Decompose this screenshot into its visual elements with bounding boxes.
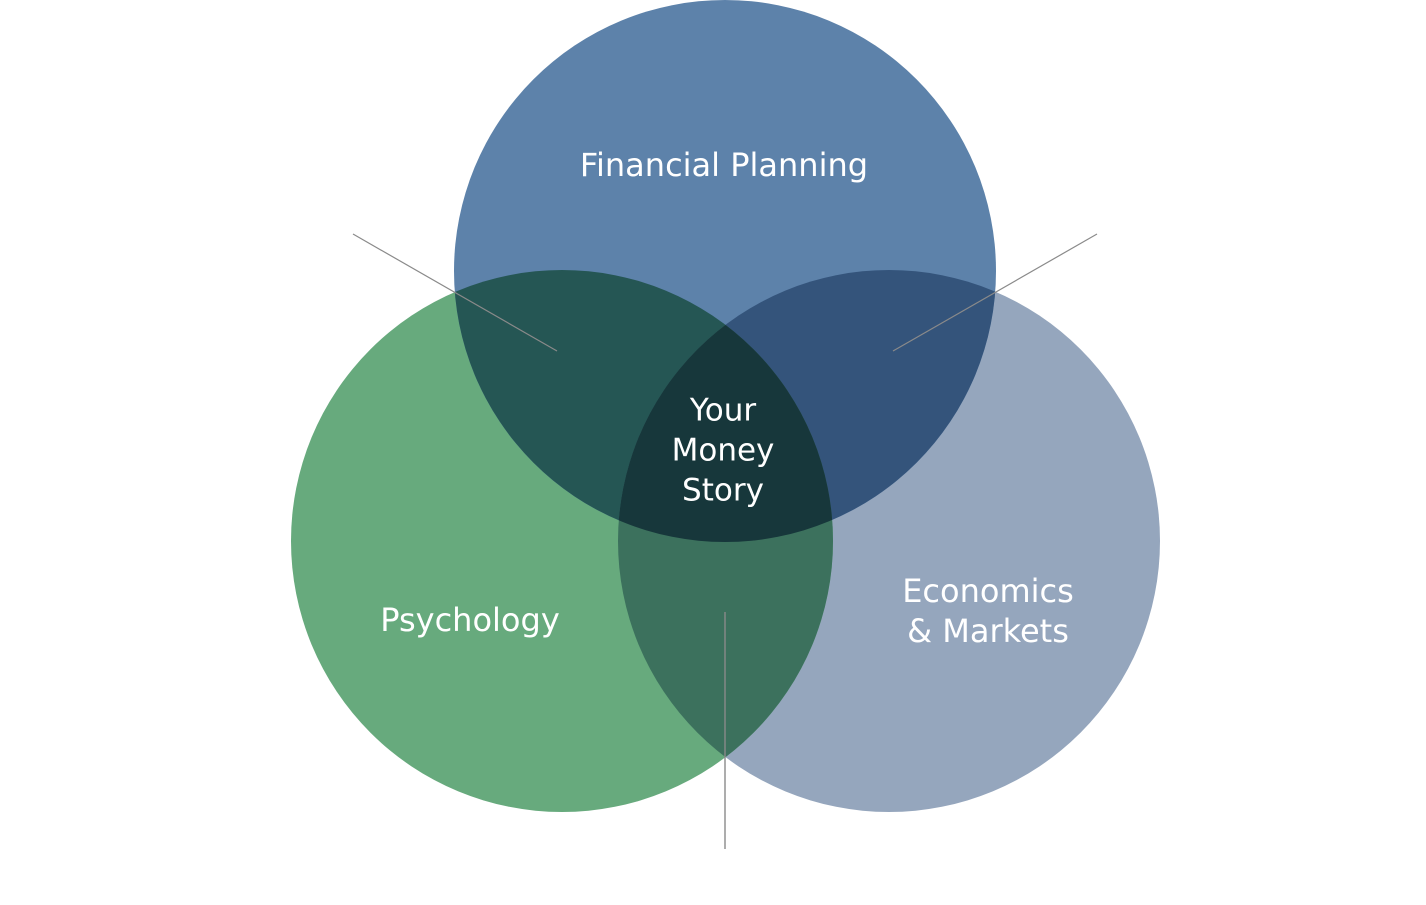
financial-planning-label: Financial Planning [580,146,868,184]
center-label-line-3: Story [682,473,764,509]
callout-line-left [352,233,558,352]
psychology-label: Psychology [380,601,560,639]
callout-line-right [892,233,1098,352]
economics-label-line-1: Economics [902,572,1074,610]
callout-lines [352,233,1098,849]
center-label-line-1: Your [689,393,756,429]
economics-label-line-2: & Markets [907,612,1069,650]
center-label-line-2: Money [672,433,775,469]
overlap-center [618,270,833,542]
